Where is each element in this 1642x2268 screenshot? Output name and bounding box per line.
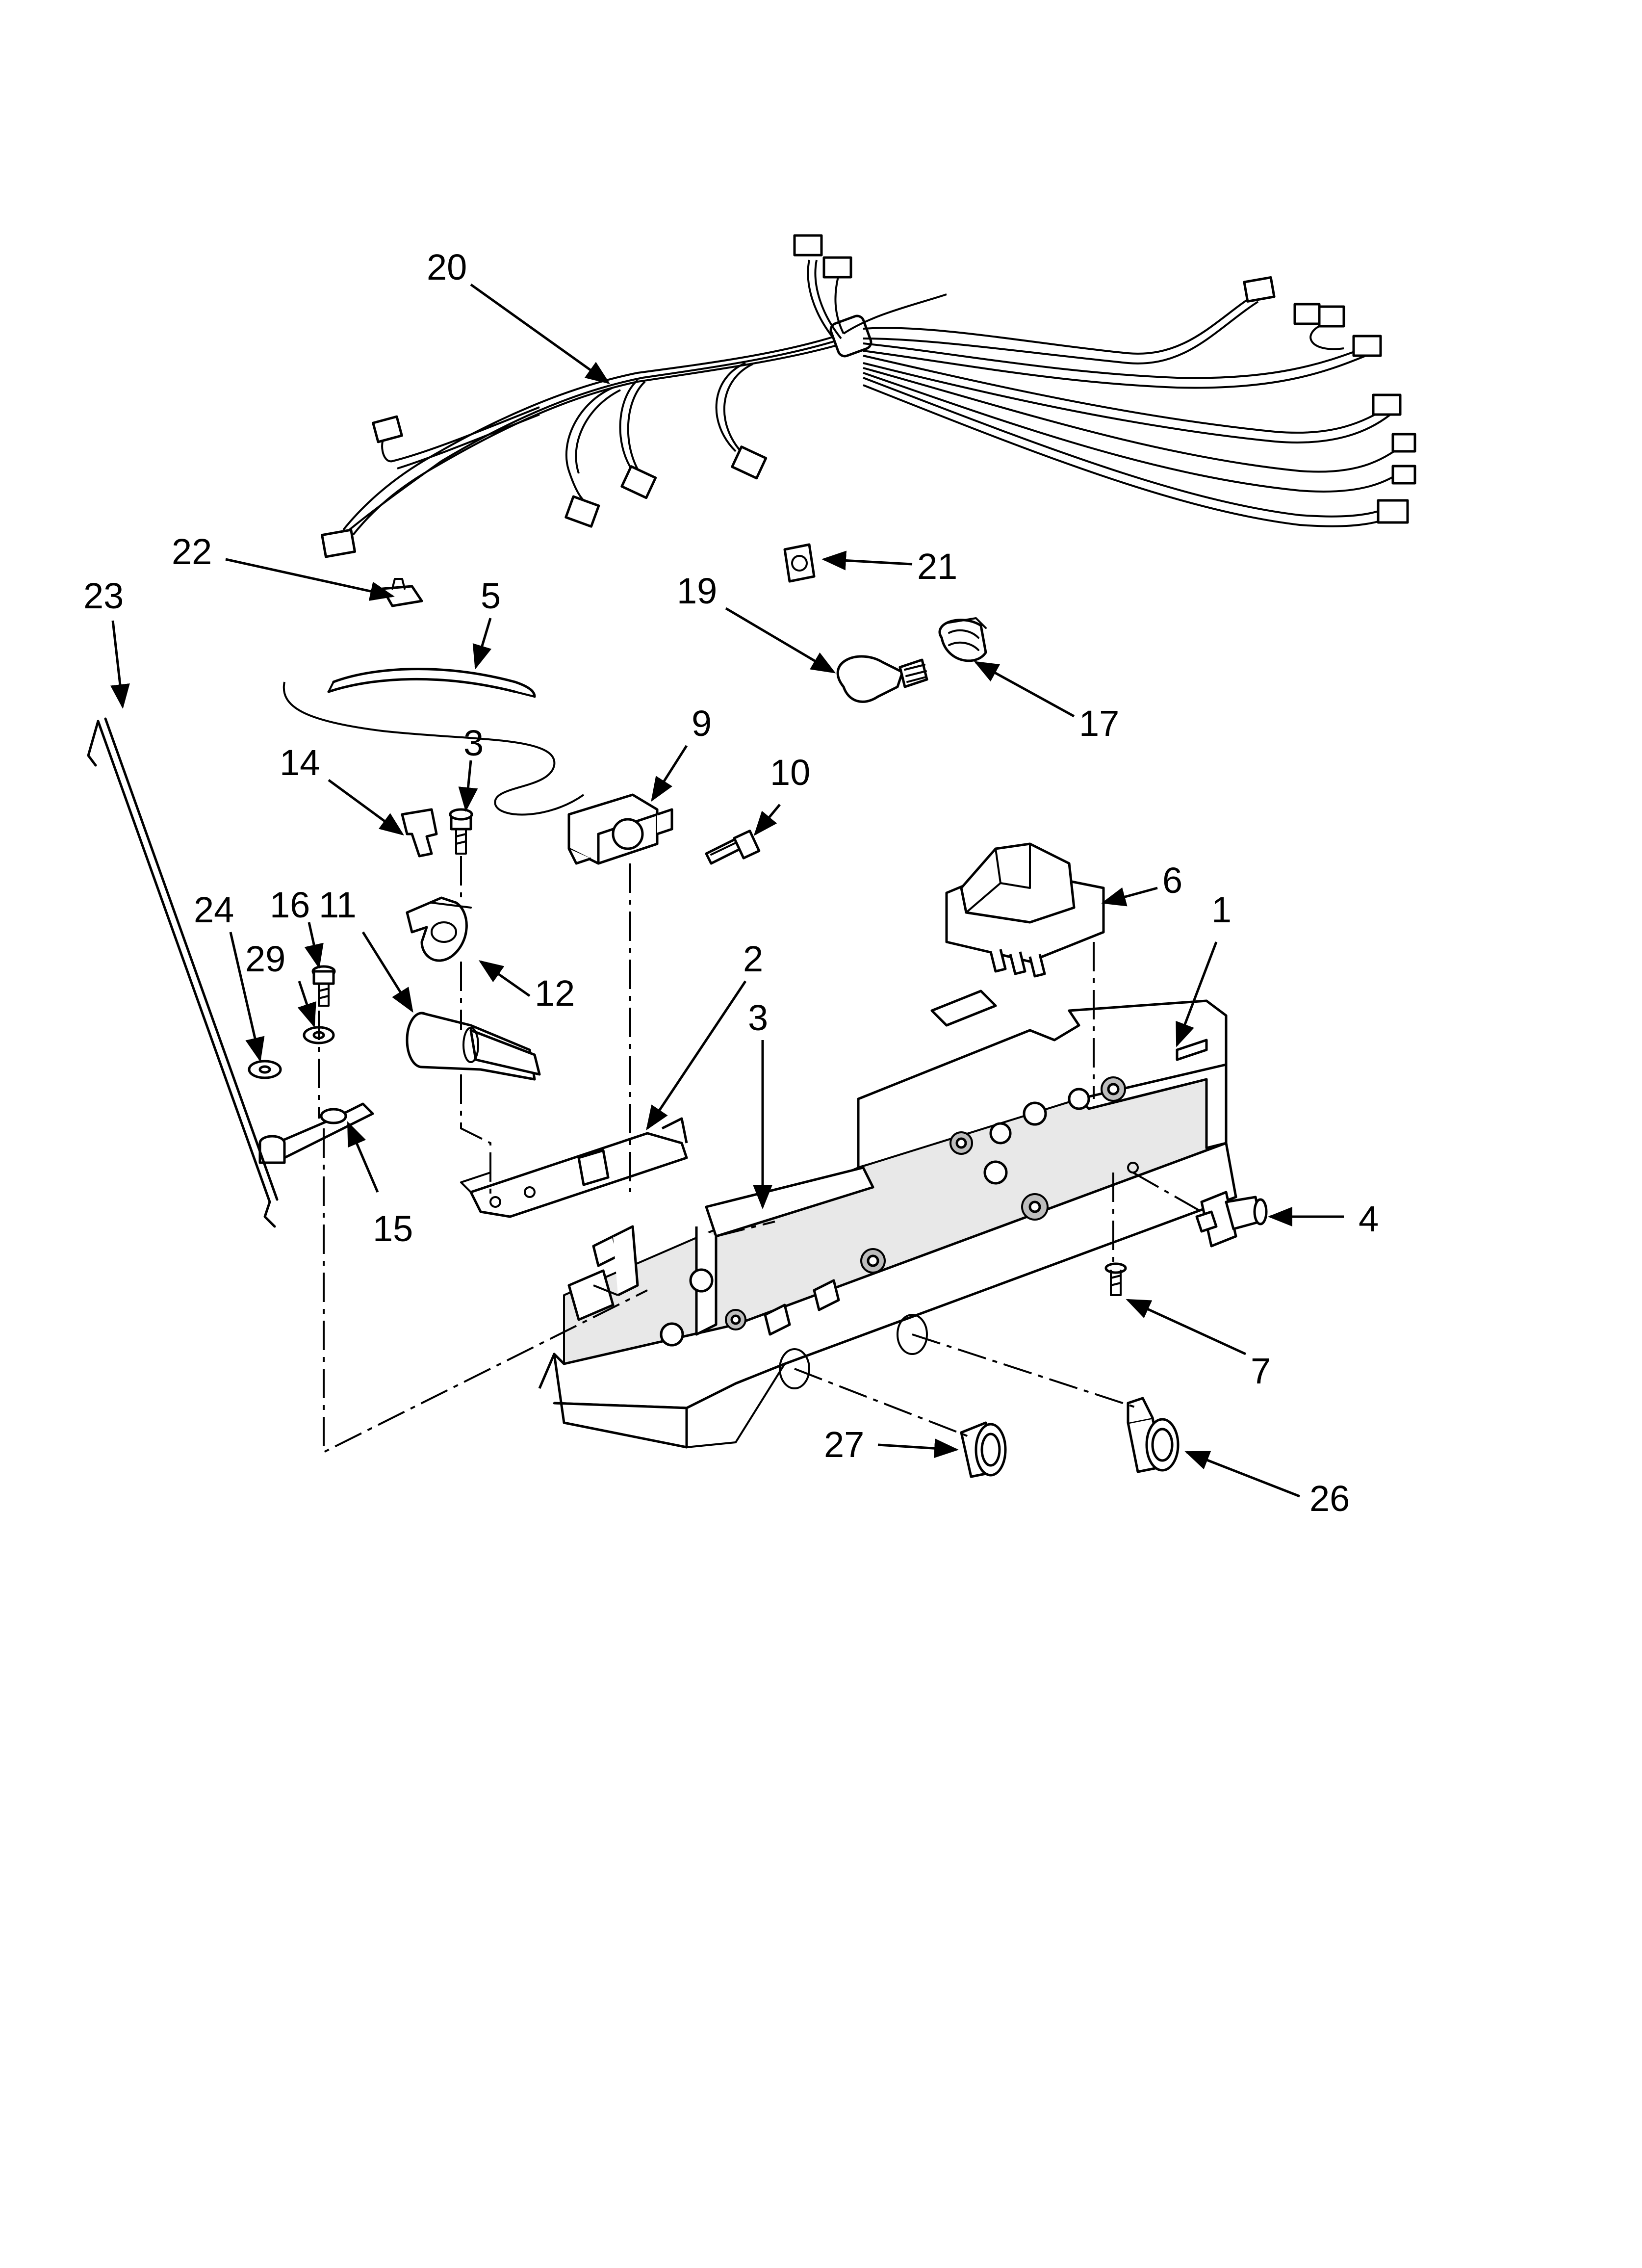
callout-4: 4: [1359, 1199, 1379, 1239]
part-23-rod: [87, 717, 279, 1228]
part-12-clamp: [406, 896, 472, 962]
part-3-screw-upper: [449, 808, 473, 855]
wire-harness: [321, 234, 1416, 558]
callout-29: 29: [245, 938, 285, 979]
part-15-lever: [258, 1102, 374, 1164]
callout-6: 6: [1162, 860, 1182, 901]
callout-5: 5: [481, 575, 501, 616]
callout-14: 14: [280, 742, 320, 783]
part-17-bulb-socket: [938, 617, 987, 662]
callout-17: 17: [1079, 703, 1119, 744]
part-19-light-bulb: [836, 655, 928, 703]
part-9-capillary: [282, 681, 585, 816]
callout-27: 27: [824, 1424, 864, 1465]
part-14-bracket: [401, 808, 438, 858]
callout-12: 12: [535, 973, 575, 1014]
callout-15: 15: [373, 1208, 413, 1249]
callout-26: 26: [1309, 1478, 1350, 1519]
part-9-thermostat: [567, 793, 673, 865]
callout-10: 10: [770, 752, 810, 793]
assembly-lines: [318, 856, 1202, 1454]
part-26-button: [1127, 1397, 1180, 1473]
callout-22: 22: [172, 531, 212, 572]
callout-labels: 20 22 23 5 21 19 17 9 10 3 14 16 11 29 2…: [83, 247, 1379, 1519]
callout-16: 16: [270, 885, 310, 925]
callout-21: 21: [917, 546, 957, 587]
part-4-switch: [1195, 1191, 1268, 1248]
callout-2: 2: [743, 938, 763, 979]
part-6-relay: [945, 842, 1105, 978]
part-7-screw: [1104, 1262, 1127, 1296]
part-16-screw: [311, 965, 336, 1007]
part-22-clip: [381, 578, 423, 607]
part-11-control-shaft: [406, 1012, 541, 1081]
part-24-washer: [248, 1060, 282, 1079]
callout-23: 23: [83, 575, 124, 616]
callout-1: 1: [1211, 889, 1232, 930]
leader-arrows: [110, 283, 1344, 1498]
callout-3-upper: 3: [463, 723, 484, 763]
callout-19: 19: [677, 571, 717, 611]
callout-11: 11: [319, 885, 357, 925]
callout-3-lower: 3: [748, 997, 768, 1038]
callout-7: 7: [1251, 1351, 1271, 1391]
part-5-tube: [327, 668, 536, 698]
callout-24: 24: [194, 889, 234, 930]
part-2-bracket-plate: [460, 1117, 688, 1218]
part-10-screw: [705, 830, 761, 865]
part-21-socket: [783, 543, 816, 583]
callout-9: 9: [692, 703, 712, 744]
part-1-control-housing: [538, 990, 1237, 1449]
callout-20: 20: [427, 247, 467, 287]
part-27-button: [960, 1421, 1007, 1478]
